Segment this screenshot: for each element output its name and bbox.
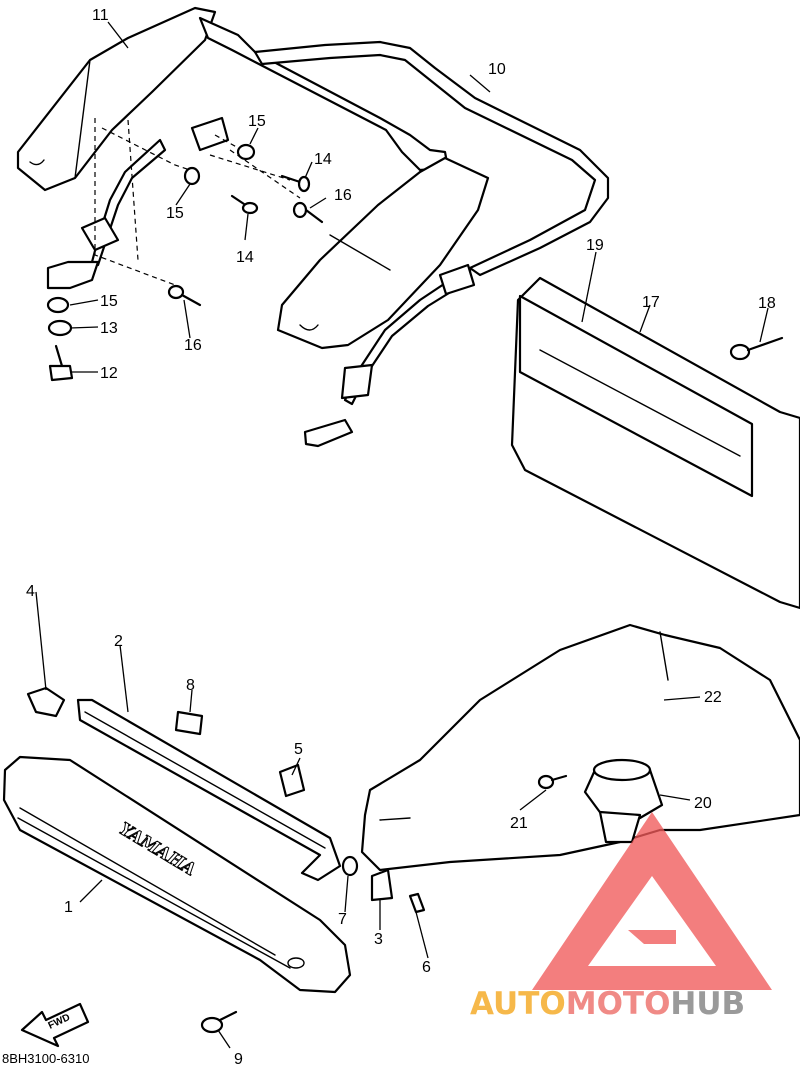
callout-10: 10: [488, 61, 506, 78]
callout-18: 18: [758, 295, 776, 312]
part-16-rivet-b: [167, 284, 202, 307]
part-1-front-panel: [2, 755, 352, 994]
callout-2: 2: [114, 633, 123, 650]
watermark-auto: AUTO: [470, 986, 566, 1022]
part-8-label: [174, 710, 204, 736]
callout-11: 11: [92, 7, 109, 24]
callout-14b: 14: [236, 249, 254, 266]
part-16-rivet-a: [292, 201, 324, 224]
drawing-code: 8BH3100-6310: [2, 1051, 89, 1066]
callout-16b: 16: [184, 337, 202, 354]
part-14-screw-a: [280, 174, 311, 193]
callout-15b: 15: [166, 205, 184, 222]
callout-22: 22: [704, 689, 722, 706]
callout-15c: 15: [100, 293, 118, 310]
callout-19: 19: [586, 237, 604, 254]
callout-3: 3: [374, 931, 383, 948]
part-4-clip: [26, 686, 66, 718]
part-10-rail: [46, 16, 610, 448]
callout-16a: 16: [334, 187, 352, 204]
part-15-washer-a: [236, 143, 256, 161]
hardware-upper: [46, 143, 324, 382]
part-12-bolt: [48, 344, 74, 382]
callout-8: 8: [186, 677, 195, 694]
watermark-moto: MOTO: [566, 986, 671, 1022]
watermark-hub: HUB: [670, 986, 745, 1022]
tank: [360, 623, 800, 872]
part-21-bolt: [537, 774, 568, 790]
callout-4: 4: [26, 583, 35, 600]
callout-14a: 14: [314, 151, 332, 168]
callouts: 11 10 15 14 16 15 14 15 13 16 12 19 17 1…: [26, 7, 776, 1067]
part-18-fastener: [729, 336, 784, 361]
part-17-flap: [510, 276, 800, 610]
callout-20: 20: [694, 795, 712, 812]
callout-17: 17: [642, 294, 660, 311]
watermark-logo-icon: [532, 812, 772, 990]
part-15-washer-c: [46, 296, 70, 314]
callout-5: 5: [294, 741, 303, 758]
part-7-washer: [341, 855, 359, 877]
callout-12: 12: [100, 365, 118, 382]
part-20-neck: [583, 758, 664, 844]
part-6-pin: [408, 892, 426, 914]
callout-9: 9: [234, 1051, 243, 1067]
callout-21: 21: [510, 815, 528, 832]
watermark-text: AUTOMOTOHUB: [470, 986, 745, 1022]
callout-7: 7: [338, 911, 347, 928]
part-14-screw-b: [230, 194, 259, 215]
part-9-screw: [200, 1010, 238, 1034]
part-11-pad-left: [16, 6, 217, 192]
watermark: AUTOMOTOHUB: [470, 812, 772, 1022]
part-11-pad-right: [276, 156, 490, 350]
part-3-stay: [370, 868, 394, 902]
callout-6: 6: [422, 959, 431, 976]
part-2-bracket: [76, 698, 342, 882]
assembly-lines-upper: [94, 118, 301, 286]
part-13-washer: [47, 319, 73, 337]
part-15-washer-b: [183, 166, 201, 186]
leader-lines: [35, 21, 769, 1049]
callout-15a: 15: [248, 113, 266, 130]
fwd-arrow-icon: [20, 1002, 90, 1048]
part-5-clip: [278, 763, 306, 798]
callout-13: 13: [100, 320, 118, 337]
callout-1: 1: [64, 899, 73, 916]
